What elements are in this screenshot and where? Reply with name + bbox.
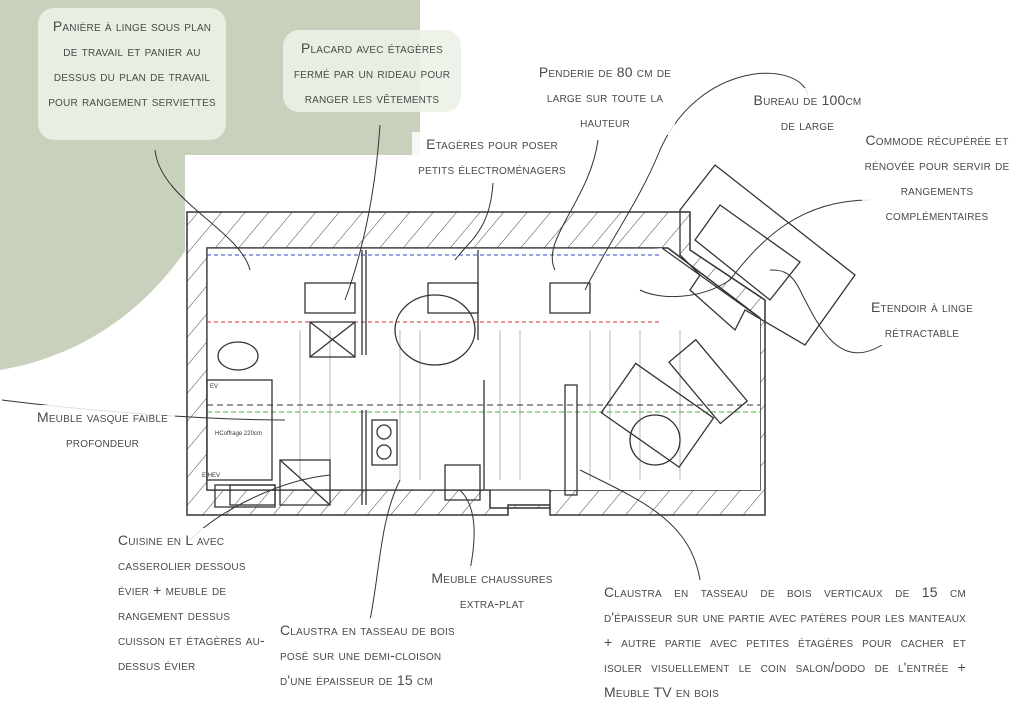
label-commode: Commode récupérée et rénovée pour servir…: [862, 128, 1012, 228]
label-claustra-demi-cloison: Claustra en tasseau de bois posé sur une…: [280, 618, 455, 693]
label-placard: Placard avec étagères fermé par un ridea…: [283, 30, 461, 112]
plan-mark-ev: EV: [210, 384, 218, 390]
label-claustra-grand: Claustra en tasseau de bois verticaux de…: [604, 580, 966, 705]
plan-mark-coffrage: HCoffrage 220cm: [215, 431, 262, 437]
label-paniere: Panière à linge sous plan de travail et …: [38, 8, 226, 140]
label-etageres: Etagères pour poser petits électroménage…: [412, 132, 572, 182]
label-etendoir: Etendoir à linge rétractable: [862, 295, 982, 345]
label-meuble-chaussures: Meuble chaussures extra-plat: [412, 566, 572, 616]
plan-mark-ehev: E.HEV: [202, 473, 220, 479]
label-cuisine: Cuisine en L avec casserolier dessous év…: [118, 528, 273, 678]
label-penderie: Penderie de 80 cm de large sur toute la …: [535, 60, 675, 135]
label-vasque: Meuble vasque faible profondeur: [30, 405, 175, 455]
label-bureau: Bureau de 100cm de large: [745, 88, 870, 138]
